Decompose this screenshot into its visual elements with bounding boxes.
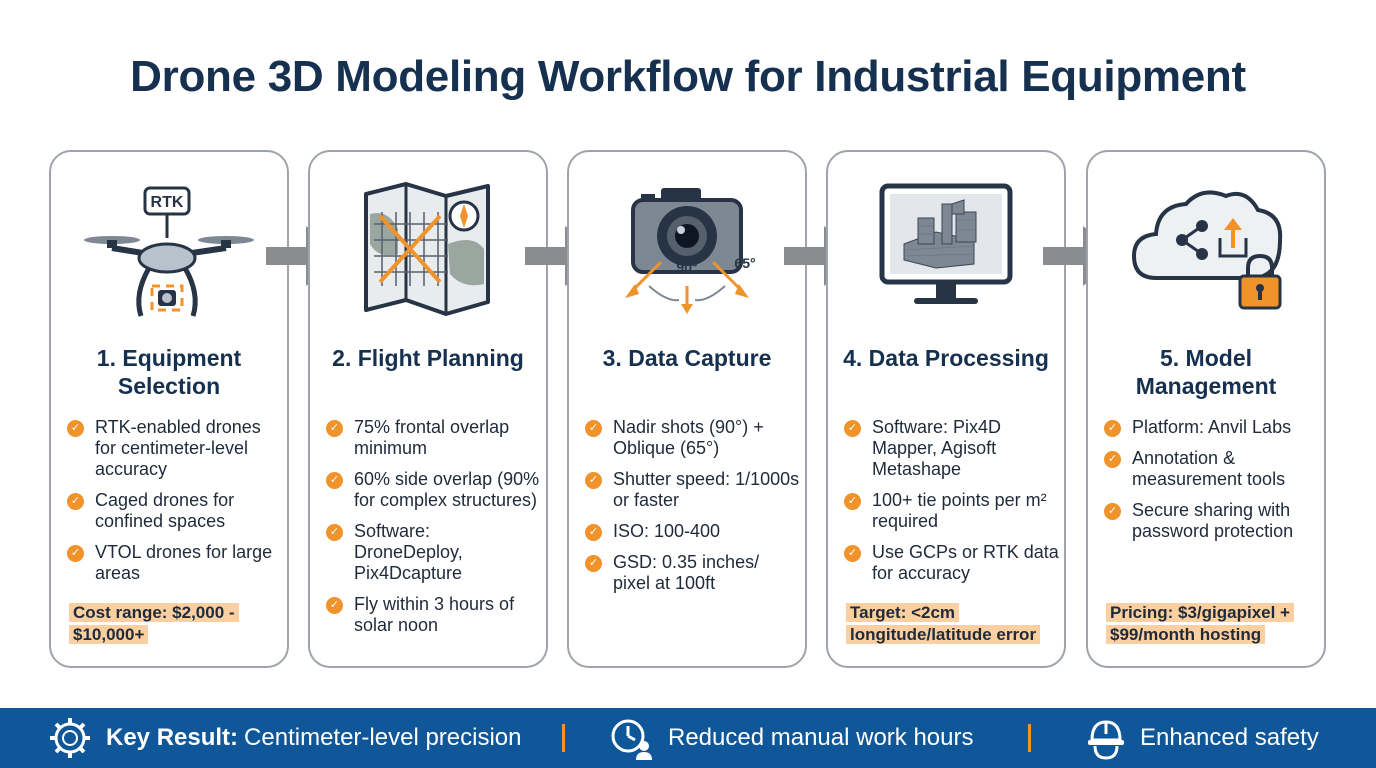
target-highlight: Target: <2cm longitude/latitude error — [846, 602, 1056, 646]
footer-divider — [562, 724, 565, 752]
bullet-item: ✓Platform: Anvil Labs — [1104, 417, 1320, 438]
check-icon: ✓ — [585, 472, 602, 489]
bullet-item: ✓100+ tie points per m² required — [844, 490, 1060, 532]
check-icon: ✓ — [844, 420, 861, 437]
footer-text: Enhanced safety — [1140, 724, 1319, 751]
bullet-item: ✓Fly within 3 hours of solar noon — [326, 594, 542, 636]
bullet-list: ✓Nadir shots (90°) + Oblique (65°) ✓Shut… — [585, 417, 801, 604]
bullet-item: ✓Software: DroneDeploy, Pix4Dcapture — [326, 521, 542, 584]
camera-icon: 90° 65° — [569, 174, 805, 334]
step-title: 5. Model Management — [1135, 345, 1277, 399]
bullet-item: ✓Caged drones for confined spaces — [67, 490, 283, 532]
bullet-item: ✓ISO: 100-400 — [585, 521, 801, 542]
bullet-list: ✓Software: Pix4D Mapper, Agisoft Metasha… — [844, 417, 1060, 594]
check-icon: ✓ — [326, 597, 343, 614]
cost-highlight: Cost range: $2,000 - $10,000+ — [69, 602, 279, 646]
check-icon: ✓ — [326, 420, 343, 437]
step-title: 2. Flight Planning — [332, 345, 524, 371]
check-icon: ✓ — [1104, 451, 1121, 468]
bullet-item: ✓60% side overlap (90% for complex struc… — [326, 469, 542, 511]
check-icon: ✓ — [585, 555, 602, 572]
footer-divider — [1028, 724, 1031, 752]
bullet-list: ✓Platform: Anvil Labs ✓Annotation & meas… — [1104, 417, 1320, 552]
check-icon: ✓ — [844, 493, 861, 510]
bullet-item: ✓Nadir shots (90°) + Oblique (65°) — [585, 417, 801, 459]
step-title: 3. Data Capture — [602, 345, 772, 371]
map-icon — [310, 174, 546, 334]
drone-icon: RTK — [51, 174, 287, 334]
bullet-item: ✓Software: Pix4D Mapper, Agisoft Metasha… — [844, 417, 1060, 480]
check-icon: ✓ — [1104, 420, 1121, 437]
nadir-angle-label: 90° — [676, 259, 697, 275]
bullet-item: ✓GSD: 0.35 inches/ pixel at 100ft — [585, 552, 801, 594]
check-icon: ✓ — [326, 524, 343, 541]
check-icon: ✓ — [67, 493, 84, 510]
clock-worker-icon — [611, 719, 652, 760]
bullet-list: ✓RTK-enabled drones for centimeter-level… — [67, 417, 283, 594]
step-card-flight-planning: 2. Flight Planning ✓75% frontal overlap … — [308, 150, 548, 668]
check-icon: ✓ — [67, 545, 84, 562]
bullet-item: ✓VTOL drones for large areas — [67, 542, 283, 584]
pricing-highlight: Pricing: $3/gigapixel + $99/month hostin… — [1106, 602, 1316, 646]
cloud-lock-icon — [1088, 174, 1324, 334]
step-title: 4. Data Processing — [843, 345, 1049, 371]
footer-text: Centimeter-level precision — [244, 724, 522, 751]
bullet-item: ✓Shutter speed: 1/1000s or faster — [585, 469, 801, 511]
oblique-angle-label: 65° — [734, 255, 755, 271]
check-icon: ✓ — [1104, 503, 1121, 520]
step-card-data-processing: 4. Data Processing ✓Software: Pix4D Mapp… — [826, 150, 1066, 668]
bullet-item: ✓RTK-enabled drones for centimeter-level… — [67, 417, 283, 480]
check-icon: ✓ — [326, 472, 343, 489]
footer-text: Reduced manual work hours — [668, 724, 974, 751]
bullet-item: ✓Secure sharing with password protection — [1104, 500, 1320, 542]
bullet-item: ✓75% frontal overlap minimum — [326, 417, 542, 459]
footer-banner: Key Result: Centimeter-level precision R… — [0, 708, 1376, 768]
step-title: 1. Equipment Selection — [96, 345, 242, 399]
check-icon: ✓ — [585, 524, 602, 541]
bullet-item: ✓Use GCPs or RTK data for accuracy — [844, 542, 1060, 584]
check-icon: ✓ — [585, 420, 602, 437]
step-card-equipment-selection: RTK 1. Equipment Selection ✓RTK-enabled … — [49, 150, 289, 668]
footer-item-precision: Key Result: Centimeter-level precision — [48, 708, 522, 768]
page-title: Drone 3D Modeling Workflow for Industria… — [130, 52, 1246, 101]
bullet-list: ✓75% frontal overlap minimum ✓60% side o… — [326, 417, 542, 646]
check-icon: ✓ — [67, 420, 84, 437]
step-card-model-management: 5. Model Management ✓Platform: Anvil Lab… — [1086, 150, 1326, 668]
rtk-label: RTK — [151, 194, 184, 211]
footer-item-safety: Enhanced safety — [1086, 708, 1319, 768]
key-result-label: Key Result: — [106, 724, 239, 751]
step-card-data-capture: 90° 65° 3. Data Capture ✓Nadir shots (90… — [567, 150, 807, 668]
hard-hat-icon — [1088, 720, 1124, 760]
footer-item-hours: Reduced manual work hours — [610, 708, 974, 768]
monitor-icon — [828, 174, 1064, 334]
gear-check-icon — [50, 718, 90, 758]
check-icon: ✓ — [844, 545, 861, 562]
bullet-item: ✓Annotation & measurement tools — [1104, 448, 1320, 490]
